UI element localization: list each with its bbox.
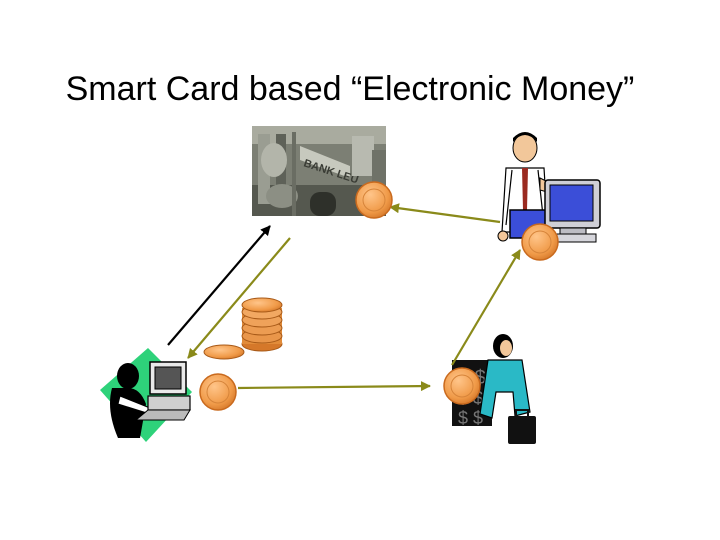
coin-merchant xyxy=(521,223,559,261)
customer-icon xyxy=(100,348,192,442)
arrow-customer-to-bank xyxy=(167,225,271,346)
arrow-shopper-to-merchant xyxy=(451,249,521,366)
merchant-icon xyxy=(497,132,601,243)
arrow-customer-to-shopper xyxy=(237,381,431,392)
svg-text:$ $: $ $ xyxy=(458,408,483,428)
coin-stack-icon xyxy=(203,297,283,360)
coin-bank xyxy=(355,181,393,219)
coin-customer xyxy=(199,373,237,411)
arrow-bank-to-customer xyxy=(187,237,291,359)
coin-shopper xyxy=(443,367,481,405)
arrow-merchant-to-bank xyxy=(389,203,501,224)
slide-title: Smart Card based “Electronic Money” xyxy=(65,70,635,108)
